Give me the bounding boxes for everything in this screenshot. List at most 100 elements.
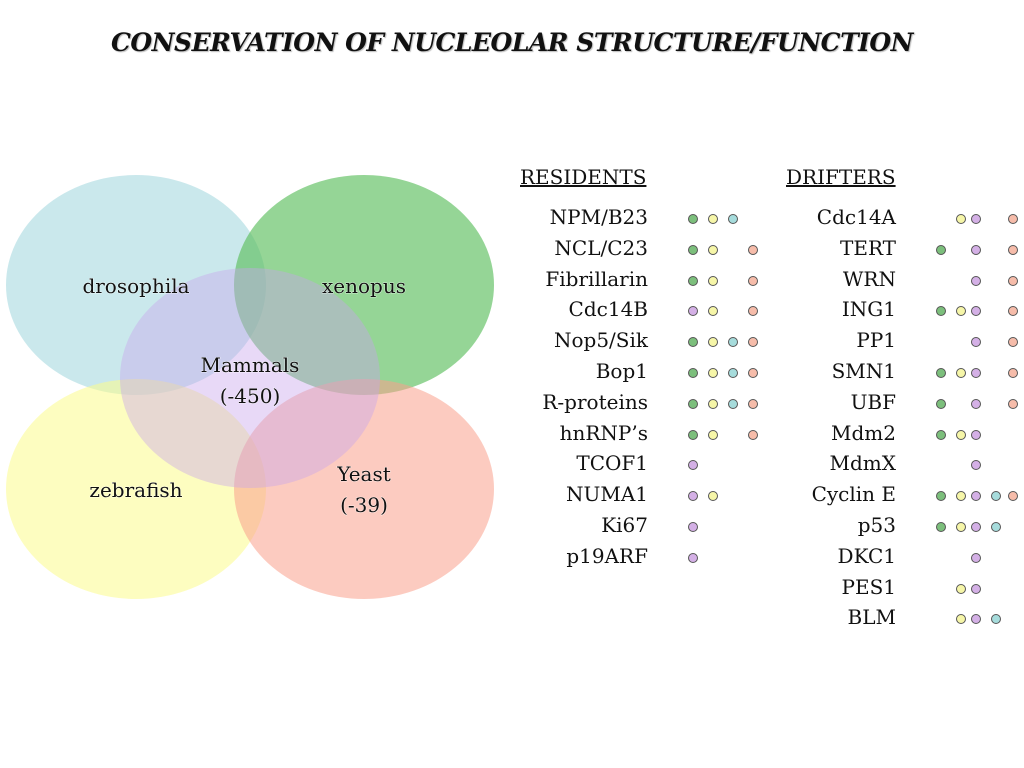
dot-xenopus <box>936 491 946 502</box>
gene-name: UBF <box>850 389 896 414</box>
dot-xenopus <box>688 429 698 440</box>
venn-label-xenopus: xenopus <box>322 274 406 298</box>
dot-zebrafish <box>956 429 966 440</box>
drifters-row: Cyclin E <box>700 482 1018 513</box>
gene-name: p53 <box>857 512 896 537</box>
dot-zebrafish <box>956 367 966 378</box>
dot-yeast <box>1008 398 1018 409</box>
gene-name: PP1 <box>856 328 896 353</box>
venn-circle-drosophila <box>6 175 266 395</box>
gene-name: Bop1 <box>595 358 648 383</box>
venn-circle-yeast <box>234 379 494 599</box>
dot-mammals <box>971 398 981 409</box>
venn-sublabel-yeast: (-39) <box>340 493 388 517</box>
dot-drosophila <box>728 398 738 409</box>
dot-drosophila <box>728 214 738 224</box>
dot-mammals <box>688 552 698 563</box>
dot-xenopus <box>688 275 698 286</box>
dot-mammals <box>971 244 981 255</box>
residents-row: Fibrillarin <box>400 267 758 298</box>
drifters-row: SMN1 <box>700 358 1018 390</box>
residents-row: Ki67 <box>400 512 698 544</box>
gene-name: TCOF1 <box>576 451 648 476</box>
dot-zebrafish <box>708 244 718 255</box>
slide-title: CONSERVATION OF NUCLEOLAR STRUCTURE/FUNC… <box>110 28 914 57</box>
dot-yeast <box>748 337 758 348</box>
gene-name: Ki67 <box>601 512 648 537</box>
dot-xenopus <box>688 244 698 255</box>
dot-zebrafish <box>956 521 966 532</box>
dot-zebrafish <box>708 491 718 502</box>
gene-name: Cdc14B <box>568 297 648 322</box>
drifters-row: p53 <box>700 512 1001 544</box>
dot-yeast <box>748 244 758 255</box>
gene-name: Mdm2 <box>831 420 896 445</box>
dot-mammals <box>971 521 981 532</box>
gene-name: R-proteins <box>542 389 648 414</box>
dot-yeast <box>748 367 758 378</box>
residents-row: R-proteins <box>400 389 758 421</box>
venn-label-mammals: Mammals <box>201 353 300 377</box>
dot-drosophila <box>728 337 738 348</box>
dot-yeast <box>1008 244 1018 255</box>
dot-zebrafish <box>956 491 966 502</box>
gene-name: WRN <box>842 266 896 291</box>
residents-row: Nop5/Sik <box>400 328 758 359</box>
dot-yeast <box>1008 214 1018 224</box>
dot-xenopus <box>688 214 698 224</box>
venn-label-yeast: Yeast <box>336 462 391 486</box>
venn-circle-xenopus <box>234 175 494 395</box>
dot-mammals <box>971 583 981 594</box>
dot-zebrafish <box>956 583 966 594</box>
drifters-row: WRN <box>700 266 1018 298</box>
dot-drosophila <box>728 367 738 378</box>
dot-zebrafish <box>956 614 966 625</box>
dot-mammals <box>971 306 981 317</box>
drifters-row: Cdc14A <box>700 205 1018 236</box>
dot-yeast <box>748 429 758 440</box>
dot-xenopus <box>936 521 946 532</box>
dot-mammals <box>971 214 981 224</box>
dot-zebrafish <box>708 214 718 224</box>
dot-xenopus <box>688 398 698 409</box>
gene-name: NPM/B23 <box>549 205 648 229</box>
residents-row: Bop1 <box>400 358 758 390</box>
dot-zebrafish <box>708 306 718 317</box>
drifters-row: Mdm2 <box>700 420 981 452</box>
dot-xenopus <box>688 337 698 348</box>
gene-name: NUMA1 <box>565 482 648 507</box>
dot-zebrafish <box>708 337 718 348</box>
gene-name: Cyclin E <box>811 482 896 507</box>
dot-mammals <box>971 552 981 563</box>
gene-name: Nop5/Sik <box>553 328 648 353</box>
dot-xenopus <box>688 367 698 378</box>
residents-row: hnRNP’s <box>400 421 758 452</box>
dot-yeast <box>1008 337 1018 348</box>
dot-yeast <box>748 306 758 317</box>
venn-label-zebrafish: zebrafish <box>89 478 182 502</box>
dot-mammals <box>688 460 698 471</box>
gene-name: MdmX <box>829 451 896 476</box>
dot-xenopus <box>936 367 946 378</box>
dot-xenopus <box>936 398 946 409</box>
dot-mammals <box>688 521 698 532</box>
dot-mammals <box>971 367 981 378</box>
gene-name: NCL/C23 <box>554 235 648 260</box>
dot-drosophila <box>991 491 1001 502</box>
dot-mammals <box>688 491 698 502</box>
gene-name: SMN1 <box>831 358 896 383</box>
dot-mammals <box>971 275 981 286</box>
dot-yeast <box>748 398 758 409</box>
drifters-row: ING1 <box>700 297 1018 328</box>
dot-yeast <box>748 275 758 286</box>
residents-row: TCOF1 <box>400 451 698 482</box>
venn-diagram: drosophila xenopus zebrafish Yeast (-39)… <box>6 175 494 599</box>
gene-name: DKC1 <box>837 543 896 568</box>
residents-row: NUMA1 <box>400 482 718 513</box>
dot-drosophila <box>991 521 1001 532</box>
residents-row: NCL/C23 <box>400 235 758 267</box>
venn-circle-mammals <box>120 268 380 488</box>
